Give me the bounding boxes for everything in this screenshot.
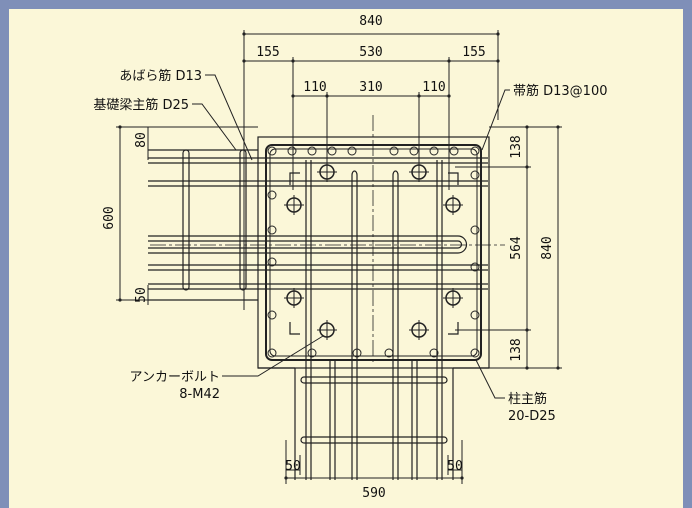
dim-left-top: 80 xyxy=(134,132,149,148)
dim-top-right-offset: 155 xyxy=(462,45,485,60)
leader-lines xyxy=(192,74,510,399)
label-kiso-main: 基礎梁主筋 D25 xyxy=(93,97,189,113)
label-anchor-spec: 8-M42 xyxy=(179,387,220,402)
dim-top-left-offset: 155 xyxy=(256,45,279,60)
centerlines xyxy=(150,115,505,365)
dim-left-height: 600 xyxy=(102,206,117,229)
dim-bolt-right: 110 xyxy=(422,80,445,95)
hook-marks xyxy=(289,172,459,335)
anchor-bolt-crosshairs xyxy=(284,162,463,340)
label-obi-kin: 帯筋 D13@100 xyxy=(513,83,608,99)
dim-top-middle: 530 xyxy=(359,45,382,60)
dim-bottom-total: 590 xyxy=(362,486,385,501)
dim-right-total: 840 xyxy=(540,236,555,259)
dim-bolt-middle: 310 xyxy=(359,80,382,95)
dim-top-total: 840 xyxy=(359,14,382,29)
dim-bottom-left: 50 xyxy=(285,459,301,474)
dimension-dots xyxy=(118,32,560,480)
dimension-lines xyxy=(116,30,562,484)
label-column-main: 柱主筋 xyxy=(508,391,547,407)
dim-bottom-right: 50 xyxy=(447,459,463,474)
anchor-bolts xyxy=(286,164,461,338)
label-abara-kin: あばら筋 D13 xyxy=(119,68,202,84)
foundation-beam-bottom xyxy=(258,160,489,480)
foundation-beam-left xyxy=(148,149,488,301)
column-main-bars xyxy=(267,146,480,358)
dim-right-middle: 564 xyxy=(509,236,524,260)
dim-right-top: 138 xyxy=(509,135,524,158)
label-anchor-name: アンカーボルト xyxy=(130,370,220,385)
drawing-sheet xyxy=(9,9,683,508)
dim-right-bottom: 138 xyxy=(509,338,524,361)
dim-bolt-left: 110 xyxy=(303,80,326,95)
dim-left-bottom: 50 xyxy=(134,287,149,303)
label-column-spec: 20-D25 xyxy=(508,409,556,424)
